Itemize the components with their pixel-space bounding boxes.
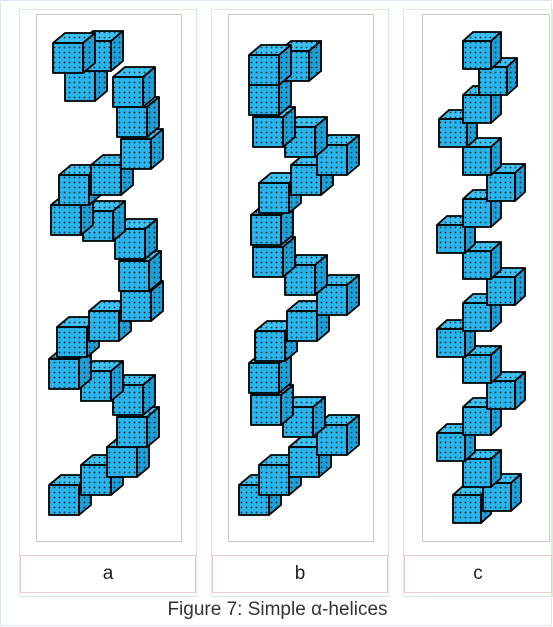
cube-dot-texture (487, 381, 515, 409)
cube-dot-texture (253, 247, 283, 277)
cube-dot-texture (65, 71, 95, 101)
panel-a: a (19, 9, 197, 597)
cube-dot-texture (117, 417, 147, 447)
cube-dot-texture (437, 433, 465, 461)
cube-dot-texture (463, 147, 491, 175)
cube-dot-texture (259, 183, 289, 213)
cube-dot-texture (113, 77, 143, 107)
cube-dot-texture (107, 447, 137, 477)
helix-image-c (422, 14, 550, 542)
helix-a-drawing (37, 15, 182, 542)
figure-caption: Figure 7: Simple α-helices (1, 595, 553, 625)
cube-dot-texture (121, 291, 151, 321)
cube-dot-texture (255, 331, 285, 361)
cube-dot-texture (49, 485, 79, 515)
cube-dot-texture (89, 311, 119, 341)
cube-dot-texture (57, 327, 87, 357)
caption-c: c (404, 555, 552, 593)
helix-image-a (36, 14, 182, 542)
cube-dot-texture (287, 311, 317, 341)
cube-dot-texture (53, 43, 83, 73)
cube-dot-texture (463, 95, 491, 123)
cube-dot-texture (251, 395, 281, 425)
caption-a-text: a (103, 563, 114, 585)
cube-dot-texture (453, 495, 481, 523)
cube-dot-texture (249, 85, 279, 115)
cube-dot-texture (51, 205, 81, 235)
cube-dot-texture (487, 277, 515, 305)
cube-dot-texture (249, 363, 279, 393)
cube-dot-texture (463, 355, 491, 383)
caption-a: a (20, 555, 196, 593)
cube-dot-texture (487, 173, 515, 201)
panel-b: b (211, 9, 389, 597)
cube-dot-texture (463, 41, 491, 69)
cube-dot-texture (479, 67, 507, 95)
caption-b-text: b (295, 563, 306, 585)
cube-dot-texture (463, 303, 491, 331)
caption-b: b (212, 555, 388, 593)
cube-dot-texture (119, 261, 149, 291)
cube-dot-texture (251, 215, 281, 245)
cube-dot-texture (463, 407, 491, 435)
cube-dot-texture (437, 225, 465, 253)
cube-dot-texture (121, 139, 151, 169)
helix-b-drawing (229, 15, 374, 542)
cube-dot-texture (117, 107, 147, 137)
cube-dot-texture (463, 199, 491, 227)
helix-image-b (228, 14, 374, 542)
helix-c-drawing (423, 15, 550, 542)
cube-dot-texture (289, 447, 319, 477)
panel-c: c (403, 9, 553, 597)
cube-dot-texture (49, 359, 79, 389)
cube-dot-texture (437, 329, 465, 357)
cube-dot-texture (91, 165, 121, 195)
cube-dot-texture (253, 117, 283, 147)
cube-dot-texture (463, 251, 491, 279)
cube-dot-texture (249, 55, 279, 85)
caption-c-text: c (473, 563, 483, 585)
cube-dot-texture (463, 459, 491, 487)
cube-dot-texture (259, 465, 289, 495)
cube-dot-texture (59, 175, 89, 205)
